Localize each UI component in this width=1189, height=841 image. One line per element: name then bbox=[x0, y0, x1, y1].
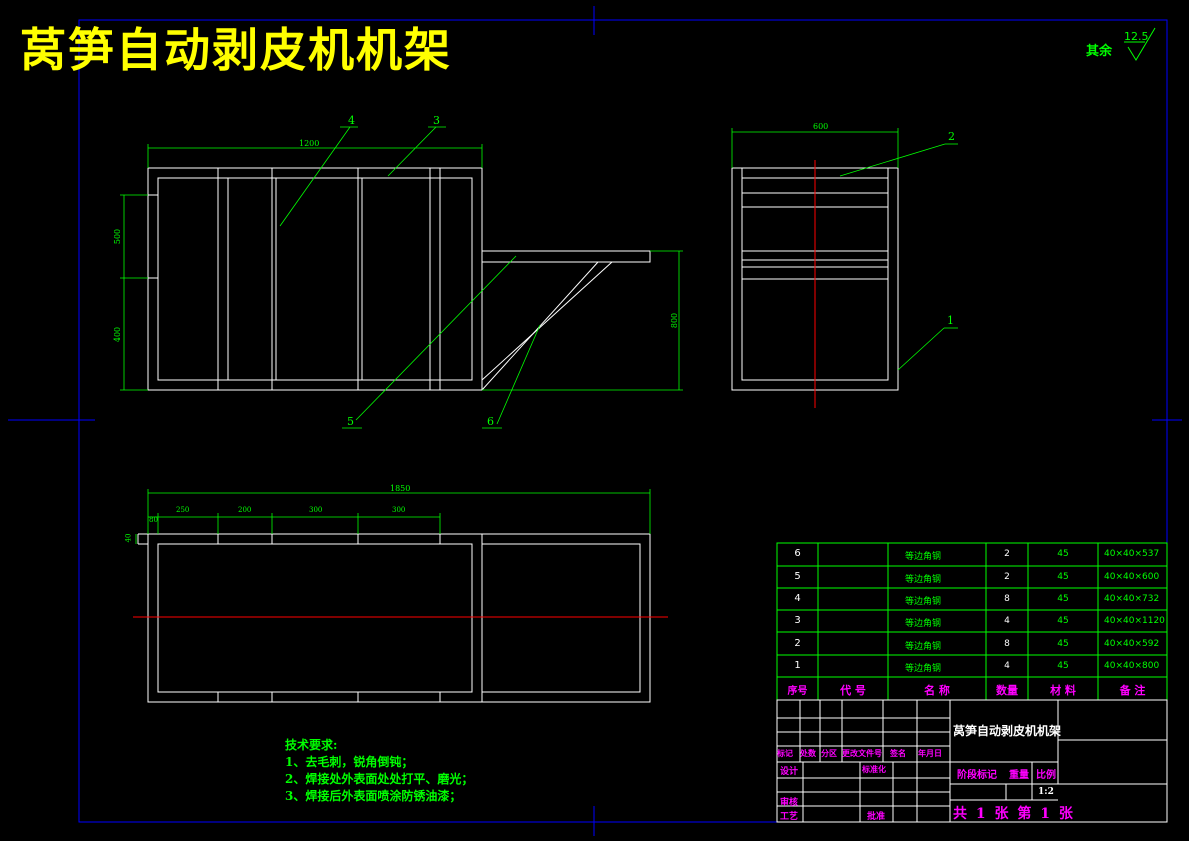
balloon-5: 5 bbox=[347, 415, 354, 428]
rev-count: 处数 bbox=[800, 748, 816, 758]
side-view-dims bbox=[731, 128, 958, 371]
top-view-dims bbox=[135, 489, 651, 544]
dim-top-seg-4: 300 bbox=[309, 506, 323, 514]
rev-marks: 标记 bbox=[777, 748, 793, 758]
dim-front-width: 1200 bbox=[299, 139, 320, 148]
title-block-grid bbox=[776, 699, 1168, 823]
tb-sheets: 共 1 张 第 1 张 bbox=[953, 806, 1073, 822]
tb-approve: 批准 bbox=[867, 812, 886, 822]
roughness-value: 12.5 bbox=[1124, 30, 1149, 43]
part-name: 等边角钢 bbox=[904, 575, 941, 585]
balloon-3: 3 bbox=[433, 114, 440, 127]
part-material: 45 bbox=[1057, 639, 1069, 649]
part-qty: 4 bbox=[1004, 616, 1010, 626]
part-name: 等边角钢 bbox=[904, 642, 941, 652]
parts-header-material: 材 料 bbox=[1050, 684, 1076, 697]
front-view-dims bbox=[120, 126, 683, 429]
balloon-2: 2 bbox=[948, 130, 955, 143]
part-qty: 8 bbox=[1004, 594, 1010, 604]
tb-review: 审核 bbox=[780, 798, 799, 808]
part-material: 45 bbox=[1057, 572, 1069, 582]
technical-requirements: 技术要求: 1、去毛刺，锐角倒钝； 2、焊接处外表面处处打平、磨光； 3、焊接后… bbox=[285, 737, 473, 805]
part-name: 等边角钢 bbox=[904, 619, 941, 629]
parts-header-no: 序号 bbox=[787, 686, 808, 697]
part-no: 3 bbox=[794, 615, 801, 626]
dim-front-right-height: 800 bbox=[670, 312, 680, 329]
dim-top-seg-5: 300 bbox=[392, 506, 406, 514]
dim-top-seg-3: 200 bbox=[238, 506, 252, 514]
part-name: 等边角钢 bbox=[904, 664, 941, 674]
tech-item-3: 3、焊接后外表面喷涂防锈油漆； bbox=[285, 789, 462, 803]
tb-scale-label: 比例 bbox=[1036, 770, 1056, 781]
part-material: 45 bbox=[1057, 661, 1069, 671]
part-name: 等边角钢 bbox=[904, 552, 941, 562]
part-qty: 2 bbox=[1004, 549, 1010, 559]
part-no: 2 bbox=[794, 638, 801, 649]
parts-header-code: 代 号 bbox=[840, 684, 866, 697]
top-view bbox=[137, 533, 651, 703]
rev-zone: 分区 bbox=[821, 748, 837, 758]
tech-item-2: 2、焊接处外表面处处打平、磨光； bbox=[285, 772, 474, 786]
part-material: 45 bbox=[1057, 594, 1069, 604]
part-note: 40×40×732 bbox=[1104, 594, 1160, 604]
rev-docno: 更改文件号 bbox=[842, 748, 882, 758]
part-note: 40×40×800 bbox=[1104, 661, 1160, 671]
dim-top-seg-2: 250 bbox=[176, 506, 190, 514]
part-no: 6 bbox=[794, 548, 801, 559]
roughness-rest-label: 其余 bbox=[1086, 44, 1113, 59]
dim-top-seg-1: 80 bbox=[149, 516, 158, 524]
tb-process: 工艺 bbox=[780, 812, 799, 822]
part-no: 4 bbox=[794, 593, 801, 604]
rev-date: 年月日 bbox=[918, 748, 942, 758]
tb-design: 设计 bbox=[780, 767, 799, 777]
part-note: 40×40×537 bbox=[1104, 549, 1160, 559]
part-qty: 8 bbox=[1004, 639, 1010, 649]
tb-stage-mark: 阶段标记 bbox=[957, 770, 997, 781]
part-no: 5 bbox=[794, 571, 801, 582]
parts-header-name: 名 称 bbox=[924, 684, 950, 697]
part-note: 40×40×600 bbox=[1104, 572, 1160, 582]
roughness-symbol bbox=[1124, 27, 1156, 61]
title-block-drawing-name: 莴笋自动剥皮机机架 bbox=[953, 724, 1062, 738]
front-view bbox=[147, 167, 651, 391]
drawing-border bbox=[8, 6, 1182, 836]
rev-sign: 签名 bbox=[890, 748, 906, 758]
balloon-6: 6 bbox=[487, 415, 494, 428]
dim-front-left-upper: 500 bbox=[113, 228, 123, 245]
tech-heading: 技术要求: bbox=[285, 738, 338, 752]
part-note: 40×40×1120 bbox=[1104, 616, 1165, 626]
dim-side-width: 600 bbox=[813, 122, 829, 131]
part-material: 45 bbox=[1057, 616, 1069, 626]
part-qty: 4 bbox=[1004, 661, 1010, 671]
drawing-title: 莴笋自动剥皮机机架 bbox=[20, 23, 452, 77]
part-no: 1 bbox=[794, 660, 801, 671]
part-note: 40×40×592 bbox=[1104, 639, 1160, 649]
tb-standardize: 标准化 bbox=[862, 764, 886, 774]
parts-header-note: 备 注 bbox=[1119, 684, 1146, 697]
part-qty: 2 bbox=[1004, 572, 1010, 582]
tb-weight: 重量 bbox=[1009, 770, 1029, 781]
balloon-1: 1 bbox=[947, 314, 954, 327]
tb-scale: 1:2 bbox=[1038, 787, 1054, 797]
part-material: 45 bbox=[1057, 549, 1069, 559]
dim-top-left-small: 40 bbox=[124, 533, 133, 543]
balloon-4: 4 bbox=[348, 114, 355, 127]
tech-item-1: 1、去毛刺，锐角倒钝； bbox=[285, 755, 414, 769]
parts-header-qty: 数量 bbox=[996, 684, 1018, 697]
dim-top-total: 1850 bbox=[390, 484, 411, 493]
dim-front-left-lower: 400 bbox=[113, 326, 123, 343]
part-name: 等边角钢 bbox=[904, 597, 941, 607]
